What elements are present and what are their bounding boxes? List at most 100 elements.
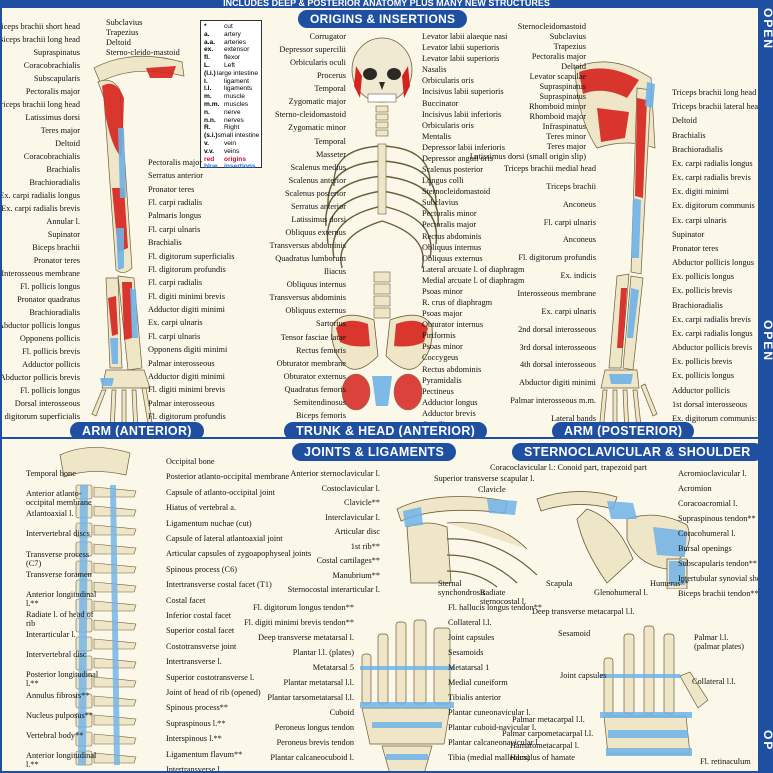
trunk-label-left: Semitendinosus [293, 397, 346, 407]
arm-posterior-label-top: Supraspinatus [539, 82, 586, 91]
foot-label-right: Joint capsules [448, 633, 495, 642]
trunk-label-left: Transversus abdominis [269, 293, 346, 303]
trunk-label-left: Quadratus lumborum [275, 254, 346, 264]
trunk-label-right: Buccinator [422, 98, 459, 108]
joints-label-right: Joint of head of rib (opened) [166, 688, 261, 697]
legend-key: a.a. [204, 38, 215, 46]
trunk-label-left: Quadratus femoris [284, 384, 346, 394]
legend-value: large intestine [216, 69, 258, 77]
foot-label-left: Deep transverse metatarsal l. [258, 633, 354, 642]
arm-anterior-label-right: Ex. carpi ulnaris [148, 318, 203, 328]
trunk-label-right: Pyramidalis [422, 375, 462, 385]
foot-label-left: Plantar metatarsal l.l. [283, 678, 355, 687]
arm-posterior-label-right: Ex. digitorum communis: Central bands [672, 414, 758, 423]
arm-posterior-label-right: Ex. carpi radialis brevis [672, 314, 751, 324]
sterno-label-top: Clavicle [478, 485, 506, 494]
joints-label-left: Anterior atlanto-occipital membrane [26, 489, 92, 508]
trunk-label-left: Depressor supercilii [279, 45, 346, 55]
joints-label-right: Spinous process (C6) [166, 564, 237, 574]
arm-posterior-label-right: Brachioradialis [672, 144, 723, 154]
arm-posterior-label-right: Ex. carpi radialis brevis [672, 173, 751, 183]
sterno-label-right: Biceps brachii tendon** (long head) [678, 589, 759, 598]
arm-posterior-label-right: Ex. digiti minimi [672, 187, 729, 197]
joints-label-right: Interspinous l.** [166, 734, 222, 744]
side-tab-label-top: OPEN [761, 8, 773, 51]
arm-anterior-label-top: Trapezius [106, 28, 139, 37]
trunk-label-left: Biceps femoris [295, 410, 346, 420]
legend-key: n. [204, 108, 210, 116]
trunk-label-left: Obturator membrane [276, 358, 346, 368]
arm-posterior-label-left: Fl. digitorum profundis [518, 253, 596, 263]
trunk-label-left: Temporal [314, 136, 346, 146]
trunk-label-left: Zygomatic minor [288, 123, 346, 133]
legend-key: fl. [204, 54, 210, 62]
bottom-panel: JOINTS & LIGAMENTS STERNOCLAVICULAR & SH… [0, 437, 760, 773]
arm-posterior-label-top: Latissimus dorsi (small origin slip) [469, 152, 586, 161]
arm-posterior-label-right: Deltoid [672, 116, 697, 126]
arm-posterior-label-top: Supraspinatus [539, 92, 586, 101]
joints-label-right: Superior costotransverse l. [166, 672, 255, 682]
joints-label-left: Posterior longitudinal l.** [26, 670, 99, 689]
arm-posterior-label-top: Sternocleidomastoid [517, 22, 586, 31]
hand-label: Hamatometacarpal l. [510, 741, 580, 750]
arm-posterior-label-left: Fl. carpi ulnaris [543, 217, 596, 227]
arm-anterior-label-right: Palmar interosseous [148, 358, 215, 368]
arm-anterior-label-left: Biceps brachii short head [0, 22, 80, 31]
arm-anterior-label-left: Brachialis [46, 165, 80, 174]
arm-posterior-label-right: Ex. carpi ulnaris [672, 215, 727, 225]
trunk-label-left: Scalenus posterior [284, 188, 346, 198]
arm-anterior-label-left: Interosseous membrane [1, 269, 80, 278]
arm-posterior-label-right: Abductor pollicis brevis [672, 343, 753, 353]
arm-anterior-label-left: Ex. carpi radialis longus [0, 191, 80, 200]
arm-anterior-label-top: Sterno-cleido-mastoid [106, 48, 180, 57]
legend-value: extensor [224, 46, 250, 54]
foot-label-right: Metatarsal 1 [448, 663, 490, 672]
sterno-title: STERNOCLAVICULAR & SHOULDER [512, 443, 758, 461]
trunk-label-right: Obliquus internus [422, 242, 482, 252]
trunk-label-right: Psoas major [422, 309, 463, 319]
arm-anterior-label-right: Fl. carpi radialis [148, 198, 203, 208]
legend-key: l. [204, 77, 208, 85]
arm-anterior-label-left: Fl. pollicis longus [20, 386, 80, 395]
trunk-label-right: Rectus abdominis [422, 364, 482, 374]
legend-row: fl.flexor [204, 54, 258, 62]
joints-label-right: Intertransverse l. [166, 765, 222, 773]
hand-label: Palmar l.l. (palmar plates) [694, 633, 744, 651]
sternum [377, 143, 387, 215]
joints-label-right: Costal facet [166, 595, 206, 605]
arm-anterior-label-right: Brachialis [148, 238, 182, 248]
hand-label: Deep transverse metacarpal l.l. [532, 607, 635, 616]
trunk-label-left: Obliquus externus [285, 228, 346, 237]
foot-label-right: Fl. hallucis longus tendon** [448, 603, 543, 612]
legend-key: blue [204, 163, 218, 171]
joints-title: JOINTS & LIGAMENTS [292, 443, 457, 461]
legend-value: Right [224, 124, 240, 132]
arm-anterior-label-left: Biceps brachii long head [0, 35, 80, 44]
trunk-label-right: Piriformis [422, 331, 456, 341]
skull [351, 37, 413, 103]
side-tab[interactable]: OPEN OPEN OP [760, 0, 773, 773]
arm-posterior-label-top: Pectoralis major [531, 52, 586, 61]
arm-anterior-label-right: Fl. digiti minimi brevis [148, 385, 225, 395]
joints-label-right: Ligamentum nuchae (cut) [166, 518, 252, 528]
ligaments-blue [78, 485, 120, 765]
legend-row: ex.extensor [204, 46, 258, 54]
arm-anterior-label-left: Fl. digitorum superficialis [0, 412, 80, 421]
arm-posterior-label-right: Ex. pollicis longus [672, 371, 734, 381]
trunk-label-right: Obliquus externus [422, 253, 483, 263]
trunk-label-right: Pectineus [422, 386, 454, 396]
arm-posterior-label-right: Ex. pollicis brevis [672, 286, 733, 296]
arm-posterior-label-left: Ex. indicis [560, 271, 597, 281]
arm-posterior-label-right: Ex. carpi radialis longus [672, 158, 753, 168]
trunk-label-right: Levator labii alaeque nasi [422, 32, 508, 41]
joints-label-left: Temporal bone [26, 469, 76, 478]
arm-anterior-label-right: Fl. carpi ulnaris [148, 331, 201, 341]
origins-title: ORIGINS & INSERTIONS [298, 10, 468, 28]
sterno-label-bottom: Sternal synchondrosis [438, 579, 486, 597]
legend-row: L.Left [204, 62, 258, 70]
arm-anterior-label-right: Serratus anterior [148, 171, 204, 181]
sterno-label-bottom: Glenohumeral l. [594, 588, 648, 597]
hand-label: Palmar metacarpal l.l. [512, 715, 585, 724]
hand-label: Hamulus of hamate [510, 753, 575, 762]
